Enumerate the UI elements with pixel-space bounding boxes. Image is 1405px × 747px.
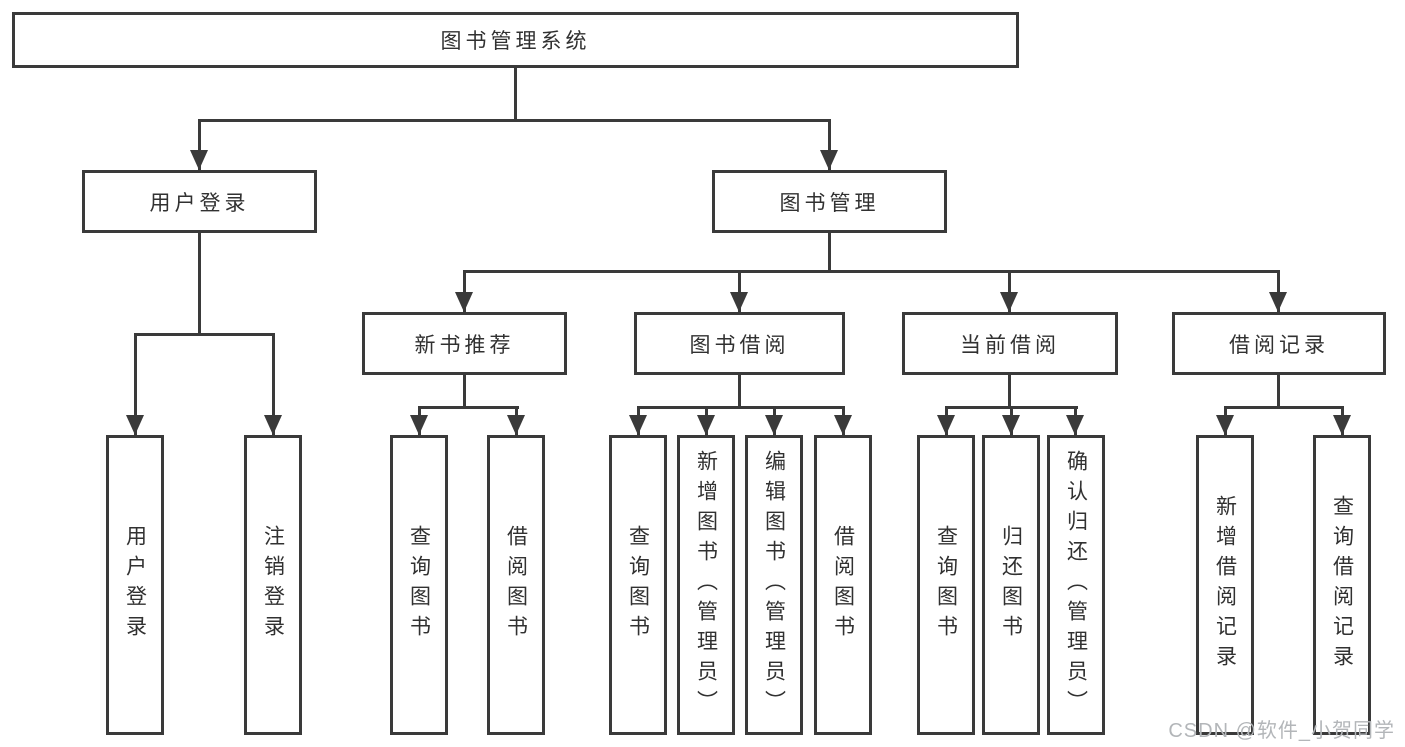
leaf-borrow-books-borrowing: 借阅图书 (814, 435, 872, 735)
node-label: 编辑图书（管理员） (762, 450, 786, 720)
leaf-query-books-current: 查询图书 (917, 435, 975, 735)
arrow-down-icon (834, 415, 852, 435)
node-label: 当前借阅 (960, 333, 1060, 357)
arrow-down-icon (264, 415, 282, 435)
node-label: 归还图书 (999, 525, 1023, 645)
arrow-down-icon (1000, 292, 1018, 312)
node-library-management-system: 图书管理系统 (12, 12, 1019, 68)
arrow-down-icon (937, 415, 955, 435)
connector-drop-leaf (272, 333, 275, 435)
node-label: 确认归还（管理员） (1064, 450, 1088, 720)
arrow-down-icon (410, 415, 428, 435)
node-label: 新书推荐 (414, 333, 515, 357)
node-label: 借阅记录 (1229, 333, 1329, 357)
arrow-down-icon (126, 415, 144, 435)
node-label: 用户登录 (149, 191, 250, 215)
connector-book-borrowing-stem (738, 375, 741, 409)
node-label: 借阅图书 (831, 525, 855, 645)
node-new-book-recommendation: 新书推荐 (362, 312, 567, 375)
connector-new-book-stem (463, 375, 466, 409)
connector-new-book-hline (418, 406, 519, 409)
arrow-down-icon (455, 292, 473, 312)
connector-user-login-stem (198, 233, 201, 335)
node-label: 用户登录 (123, 525, 147, 645)
leaf-confirm-return-admin: 确认归还（管理员） (1047, 435, 1105, 735)
connector-drop-new-book (463, 270, 466, 312)
connector-drop-book-borrowing (738, 270, 741, 312)
connector-current-borrowing-stem (1008, 375, 1011, 409)
arrow-down-icon (190, 150, 208, 170)
node-label: 借阅图书 (504, 525, 528, 645)
leaf-return-books: 归还图书 (982, 435, 1040, 735)
arrow-down-icon (1333, 415, 1351, 435)
leaf-logout: 注销登录 (244, 435, 302, 735)
node-label: 图书管理系统 (440, 30, 591, 53)
leaf-user-login: 用户登录 (106, 435, 164, 735)
connector-root-hline (198, 119, 831, 122)
node-label: 查询图书 (407, 525, 431, 645)
arrow-down-icon (1002, 415, 1020, 435)
leaf-query-books-borrowing: 查询图书 (609, 435, 667, 735)
arrow-down-icon (820, 150, 838, 170)
connector-drop-current-borrowing (1008, 270, 1011, 312)
connector-book-management-stem (828, 233, 831, 273)
connector-user-login-hline (134, 333, 275, 336)
node-label: 注销登录 (261, 525, 285, 645)
node-user-login: 用户登录 (82, 170, 317, 233)
connector-borrowing-records-hline (1224, 406, 1344, 409)
connector-borrowing-records-stem (1277, 375, 1280, 409)
node-label: 查询图书 (934, 525, 958, 645)
node-label: 新增借阅记录 (1213, 495, 1237, 675)
connector-drop-user-login (198, 119, 201, 170)
arrow-down-icon (730, 292, 748, 312)
connector-drop-leaf (134, 333, 137, 435)
csdn-watermark: CSDN @软件_小贺同学 (1168, 720, 1395, 742)
leaf-add-books-admin: 新增图书（管理员） (677, 435, 735, 735)
arrow-down-icon (1066, 415, 1084, 435)
leaf-query-borrow-record: 查询借阅记录 (1313, 435, 1371, 735)
leaf-edit-books-admin: 编辑图书（管理员） (745, 435, 803, 735)
node-borrowing-records: 借阅记录 (1172, 312, 1386, 375)
node-current-borrowing: 当前借阅 (902, 312, 1118, 375)
connector-drop-book-management (828, 119, 831, 170)
connector-drop-borrowing-records (1277, 270, 1280, 312)
leaf-query-books-recommend: 查询图书 (390, 435, 448, 735)
arrow-down-icon (697, 415, 715, 435)
arrow-down-icon (1269, 292, 1287, 312)
leaf-add-borrow-record: 新增借阅记录 (1196, 435, 1254, 735)
arrow-down-icon (765, 415, 783, 435)
arrow-down-icon (507, 415, 525, 435)
node-book-management: 图书管理 (712, 170, 947, 233)
node-book-borrowing: 图书借阅 (634, 312, 845, 375)
arrow-down-icon (629, 415, 647, 435)
node-label: 图书管理 (779, 191, 880, 215)
node-label: 查询借阅记录 (1330, 495, 1354, 675)
node-label: 图书借阅 (689, 333, 790, 357)
leaf-borrow-books-recommend: 借阅图书 (487, 435, 545, 735)
connector-book-management-hline (463, 270, 1280, 273)
connector-book-borrowing-hline (637, 406, 845, 409)
node-label: 查询图书 (626, 525, 650, 645)
node-label: 新增图书（管理员） (694, 450, 718, 720)
connector-root-stem (514, 68, 517, 121)
arrow-down-icon (1216, 415, 1234, 435)
